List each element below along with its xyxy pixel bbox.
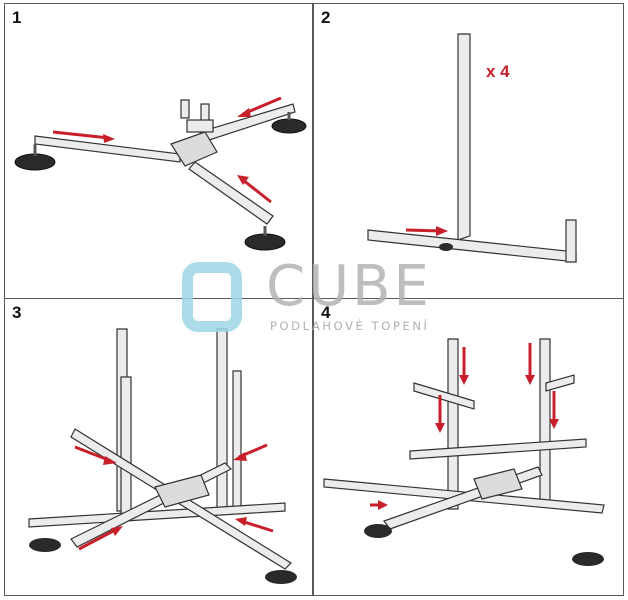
- hub-plate: [170, 131, 218, 167]
- foot-pad: [265, 570, 297, 584]
- arrow-left-leg: [52, 130, 110, 140]
- step-3-panel: 3: [4, 298, 313, 596]
- step-2-panel: 2 x 4: [313, 3, 624, 299]
- foot-pad: [29, 538, 61, 552]
- upright: [232, 370, 242, 512]
- crossbar-assembly-illustration: [323, 338, 605, 566]
- end-post: [565, 219, 577, 263]
- frame-assembly-illustration: [28, 328, 297, 584]
- step-1-panel: 1: [4, 3, 313, 299]
- step-4-number: 4: [321, 303, 331, 322]
- crossbar: [545, 374, 575, 392]
- horizontal-bar: [367, 229, 577, 263]
- base-tripod-illustration: [14, 96, 307, 251]
- foot-pad-left: [14, 153, 56, 171]
- step-2-number: 2: [321, 8, 331, 27]
- arrow-front-leg: [242, 178, 272, 204]
- upright: [447, 338, 459, 510]
- foot-pad-right: [271, 118, 307, 134]
- vertical-post: [457, 33, 471, 241]
- upright: [216, 328, 228, 512]
- step-1-number: 1: [12, 8, 22, 27]
- crossbar: [413, 382, 475, 410]
- foot-pad: [364, 524, 392, 538]
- step-3-number: 3: [12, 303, 22, 322]
- hub-bolt: [200, 103, 210, 123]
- hub-plate: [154, 474, 210, 508]
- quantity-multiplier: x 4: [486, 62, 510, 81]
- foot-pad: [572, 552, 604, 566]
- upright: [120, 376, 132, 516]
- t-bracket-illustration: [367, 33, 577, 263]
- hub-block: [186, 119, 214, 133]
- foot-pad-front: [244, 233, 286, 251]
- upright: [539, 338, 551, 506]
- hub-bolt: [180, 99, 190, 119]
- front-leg: [188, 161, 274, 225]
- crossbar: [409, 438, 587, 460]
- step-4-panel: 4: [313, 298, 624, 596]
- left-leg: [34, 135, 181, 163]
- hub-plate: [473, 468, 523, 500]
- knob: [439, 243, 453, 251]
